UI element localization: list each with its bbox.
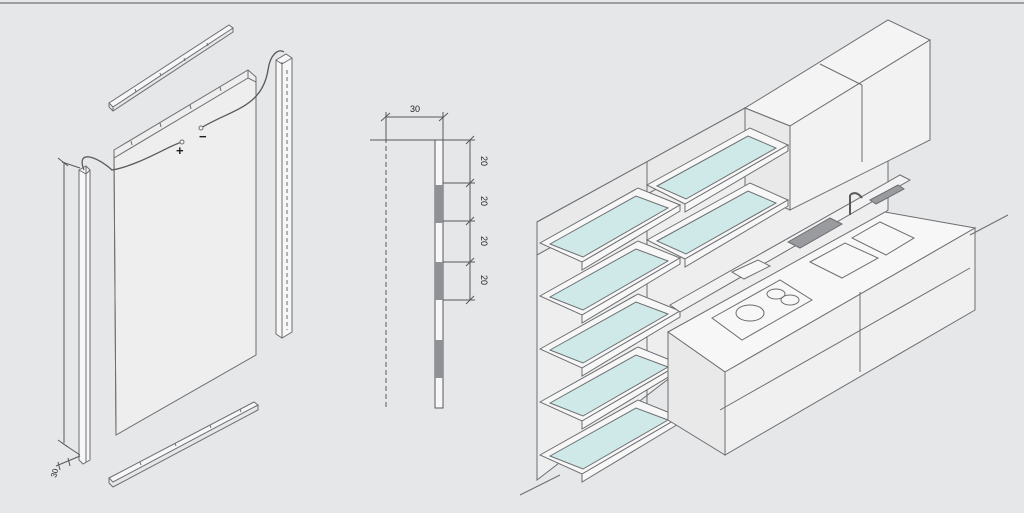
main-panel xyxy=(113,69,257,436)
power-cable-2 xyxy=(200,50,285,129)
top-cap-rail xyxy=(108,24,234,112)
minus-label: − xyxy=(199,129,207,144)
island-sink-2 xyxy=(850,221,916,256)
plus-label: + xyxy=(176,143,184,158)
height-dimension xyxy=(57,157,81,456)
left-led-profile xyxy=(78,165,91,465)
spacing-label-3: 20 xyxy=(479,236,489,246)
kitchen-island xyxy=(667,211,977,456)
upper-cabinets xyxy=(743,19,932,211)
width-label: 30 xyxy=(49,467,60,478)
glass-shelf xyxy=(645,127,790,213)
drain-rack-2 xyxy=(869,184,905,205)
island-sink-1 xyxy=(808,242,880,279)
glass-shelf xyxy=(538,293,682,377)
width-dimension xyxy=(55,455,81,471)
glass-shelf xyxy=(538,346,682,430)
exploded-panel-assembly xyxy=(55,24,293,488)
spacing-label-4: 20 xyxy=(479,275,489,285)
bottom-cap-rail xyxy=(108,401,259,488)
connector-plus xyxy=(179,139,185,145)
right-led-profile xyxy=(275,53,293,339)
power-cable xyxy=(81,141,183,171)
led-segment xyxy=(435,262,443,300)
led-segment xyxy=(435,340,443,378)
spacing-label-1: 20 xyxy=(479,156,489,166)
kitchen-illustration xyxy=(519,19,1009,496)
connector-minus xyxy=(198,125,204,131)
led-segment xyxy=(435,185,443,223)
glass-shelf xyxy=(538,240,682,324)
section-detail xyxy=(370,112,475,409)
glass-shelf xyxy=(538,187,682,271)
top-width-label: 30 xyxy=(410,104,420,114)
drain-rack xyxy=(786,217,844,249)
sink-small xyxy=(730,259,772,280)
spacing-label-2: 20 xyxy=(479,196,489,206)
glass-shelf xyxy=(645,182,790,268)
